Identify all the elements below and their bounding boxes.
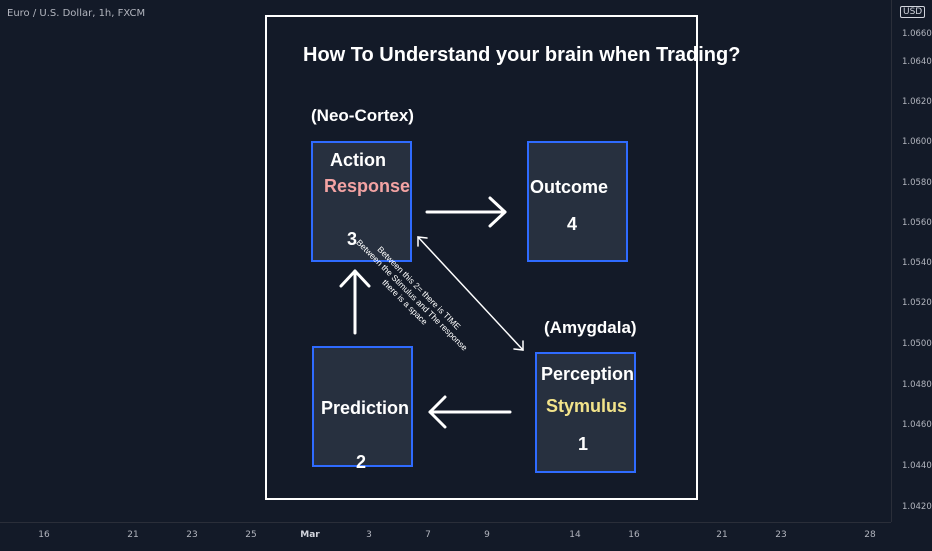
time-tick: 21 — [127, 530, 139, 540]
price-tick: 1.04800 — [902, 380, 932, 390]
time-tick: 21 — [716, 530, 728, 540]
time-tick: 3 — [366, 530, 372, 540]
action-number: 3 — [347, 229, 358, 249]
prediction-title: Prediction — [321, 398, 410, 418]
diagram-title: How To Understand your brain when Tradin… — [303, 44, 741, 66]
time-tick: 7 — [425, 530, 431, 540]
action-subtitle: Response — [324, 176, 411, 196]
outcome-title: Outcome — [530, 177, 609, 197]
perception-box[interactable] — [535, 352, 636, 473]
price-tick: 1.05200 — [902, 298, 932, 308]
price-tick: 1.06600 — [902, 29, 932, 39]
drawing-frame[interactable] — [265, 15, 698, 500]
price-tick: 1.04400 — [902, 461, 932, 471]
perception-subtitle: Stymulus — [546, 396, 628, 416]
price-tick: 1.04200 — [902, 502, 932, 512]
time-axis[interactable] — [0, 522, 891, 551]
prediction-box[interactable] — [312, 346, 413, 467]
time-tick: 14 — [569, 530, 581, 540]
time-tick: 28 — [864, 530, 876, 540]
action-title: Action — [330, 150, 386, 170]
price-tick: 1.05000 — [902, 339, 932, 349]
price-tick: 1.05400 — [902, 258, 932, 268]
price-tick: 1.05800 — [902, 178, 932, 188]
price-tick: 1.06200 — [902, 97, 932, 107]
currency-label[interactable]: USD — [900, 6, 926, 18]
time-tick: 23 — [186, 530, 198, 540]
time-tick: 9 — [484, 530, 490, 540]
prediction-number: 2 — [356, 452, 367, 472]
outcome-number: 4 — [567, 214, 578, 234]
price-tick: 1.04600 — [902, 420, 932, 430]
time-tick: 23 — [775, 530, 787, 540]
time-tick: 16 — [38, 530, 50, 540]
price-tick: 1.06400 — [902, 57, 932, 67]
time-tick: 25 — [245, 530, 257, 540]
price-tick: 1.06000 — [902, 137, 932, 147]
perception-title: Perception — [541, 364, 635, 384]
arrow-perception-to-prediction — [428, 395, 512, 429]
outcome-box[interactable] — [527, 141, 628, 262]
perception-number: 1 — [578, 434, 589, 454]
action-box[interactable] — [311, 141, 412, 262]
amygdala-label: (Amygdala) — [544, 318, 637, 337]
neo-cortex-label: (Neo-Cortex) — [311, 106, 414, 125]
price-axis[interactable] — [891, 0, 932, 522]
double-arrow-stimulus-response — [417, 236, 524, 351]
time-tick: Mar — [300, 530, 320, 540]
price-tick: 1.05600 — [902, 218, 932, 228]
arrow-prediction-to-action — [339, 269, 371, 335]
time-tick: 16 — [628, 530, 640, 540]
symbol-label[interactable]: Euro / U.S. Dollar, 1h, FXCM — [7, 8, 146, 19]
arrow-action-to-outcome — [425, 196, 507, 228]
